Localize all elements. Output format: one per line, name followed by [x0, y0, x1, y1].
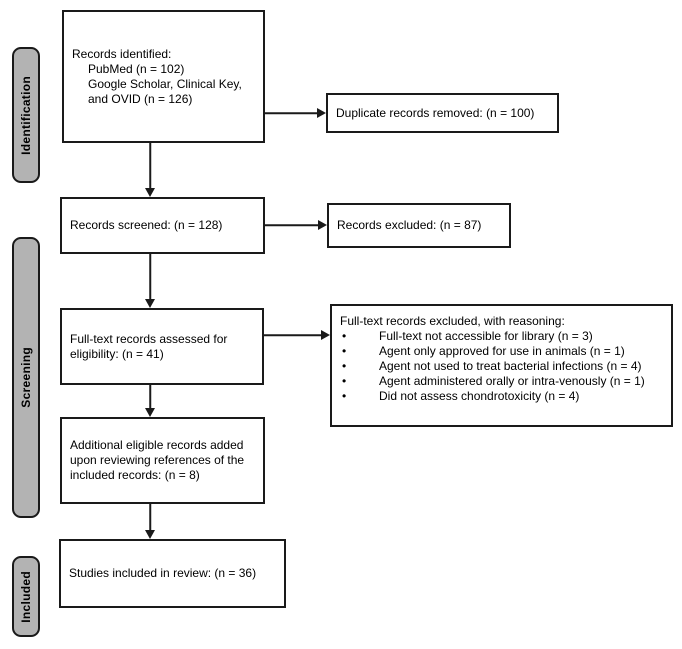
bullet-icon: [340, 389, 379, 404]
fulltext-excluded-item: Did not assess chondrotoxicity (n = 4): [340, 389, 663, 404]
arrow-shaft: [264, 334, 323, 336]
stage-label-identification: Identification: [12, 47, 40, 183]
fulltext-excluded-item-text: Agent not used to treat bacterial infect…: [379, 359, 642, 373]
bullet-icon: [340, 344, 379, 359]
records-identified-line: and OVID (n = 126): [88, 91, 193, 106]
arrow-head-icon: [145, 188, 155, 197]
arrow-head-icon: [318, 220, 327, 230]
fulltext-excluded-header: Full-text records excluded, with reasoni…: [340, 314, 565, 328]
arrow-additional-to-included: [145, 504, 155, 539]
fulltext-excluded-item: Agent administered orally or intra-venou…: [340, 374, 663, 389]
arrow-identified-to-duplicates: [265, 108, 326, 118]
arrow-head-icon: [145, 299, 155, 308]
records-identified-line: Records identified:: [72, 46, 172, 61]
arrow-shaft: [149, 385, 151, 410]
arrow-identified-to-screened: [145, 143, 155, 197]
fulltext-assessed-line: eligibility: (n = 41): [70, 346, 164, 361]
arrow-shaft: [149, 254, 151, 301]
bullet-icon: [340, 374, 379, 389]
arrow-screened-to-assessed: [145, 254, 155, 308]
additional-records-line: included records: (n = 8): [70, 468, 200, 482]
fulltext-excluded-item-text: Did not assess chondrotoxicity (n = 4): [379, 389, 580, 403]
records-screened-box: Records screened: (n = 128): [60, 197, 265, 254]
records-screened-text: Records screened: (n = 128): [70, 218, 223, 232]
fulltext-excluded-box: Full-text records excluded, with reasoni…: [330, 304, 673, 427]
additional-records-box: Additional eligible records added upon r…: [60, 417, 265, 504]
fulltext-assessed-box: Full-text records assessed for eligibili…: [60, 308, 264, 385]
arrow-assessed-to-additional: [145, 385, 155, 417]
arrow-shaft: [149, 504, 151, 532]
arrow-head-icon: [145, 408, 155, 417]
fulltext-excluded-item-text: Agent administered orally or intra-venou…: [379, 374, 645, 388]
stage-label-screening: Screening: [12, 237, 40, 518]
fulltext-assessed-line: Full-text records assessed for: [70, 331, 228, 346]
fulltext-excluded-item-text: Agent only approved for use in animals (…: [379, 344, 625, 358]
arrow-screened-to-excluded: [265, 220, 327, 230]
arrow-shaft: [149, 143, 151, 190]
bullet-icon: [340, 329, 379, 344]
records-excluded-box: Records excluded: (n = 87): [327, 203, 511, 248]
duplicates-removed-text: Duplicate records removed: (n = 100): [336, 105, 535, 120]
fulltext-excluded-item-text: Full-text not accessible for library (n …: [379, 329, 593, 343]
arrow-head-icon: [321, 330, 330, 340]
records-identified-box: Records identified: PubMed (n = 102) Goo…: [62, 10, 265, 143]
arrow-head-icon: [145, 530, 155, 539]
fulltext-excluded-item: Full-text not accessible for library (n …: [340, 329, 663, 344]
arrow-head-icon: [317, 108, 326, 118]
records-identified-line: Google Scholar, Clinical Key,: [88, 76, 242, 91]
records-identified-line: PubMed (n = 102): [88, 61, 185, 76]
duplicates-removed-box: Duplicate records removed: (n = 100): [326, 93, 559, 133]
records-excluded-text: Records excluded: (n = 87): [337, 218, 482, 232]
fulltext-excluded-item: Agent not used to treat bacterial infect…: [340, 359, 663, 374]
arrow-shaft: [265, 112, 319, 114]
stage-label-included-text: Included: [19, 570, 33, 623]
bullet-icon: [340, 359, 379, 374]
studies-included-text: Studies included in review: (n = 36): [69, 566, 257, 580]
stage-label-identification-text: Identification: [19, 75, 33, 155]
stage-label-included: Included: [12, 556, 40, 637]
fulltext-excluded-item: Agent only approved for use in animals (…: [340, 344, 663, 359]
studies-included-box: Studies included in review: (n = 36): [59, 539, 286, 608]
additional-records-line: upon reviewing references of the: [70, 453, 245, 467]
arrow-shaft: [265, 224, 320, 226]
stage-label-screening-text: Screening: [19, 347, 33, 408]
additional-records-line: Additional eligible records added: [70, 438, 244, 452]
arrow-assessed-to-fulltext-excluded: [264, 330, 330, 340]
